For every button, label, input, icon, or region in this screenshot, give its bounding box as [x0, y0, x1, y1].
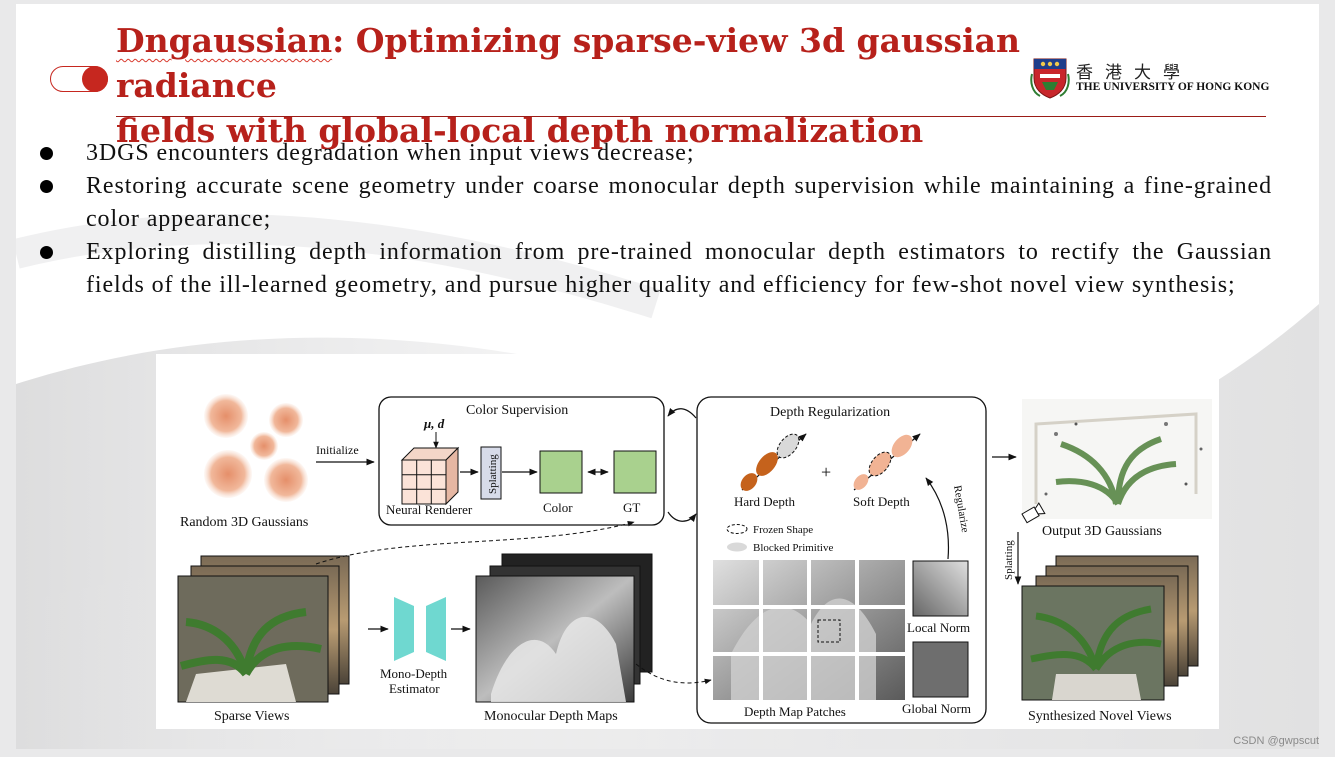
label-sparse-views: Sparse Views — [214, 709, 290, 724]
slide: Dngaussian: Optimizing sparse-view 3d ga… — [16, 4, 1319, 749]
label-neural-renderer: Neural Renderer — [386, 502, 473, 517]
label-estimator: Estimator — [389, 681, 440, 696]
label-splatting: Splatting — [487, 454, 499, 494]
label-gt: GT — [623, 500, 640, 515]
watermark: CSDN @gwpscut — [1233, 735, 1319, 747]
label-synthesized-views: Synthesized Novel Views — [1028, 709, 1172, 724]
toggle-knob — [82, 66, 108, 92]
slide-title: Dngaussian: Optimizing sparse-view 3d ga… — [116, 18, 1156, 153]
university-crest-icon — [1030, 58, 1070, 99]
blocked-primitive-icon — [727, 542, 747, 552]
local-norm-patch — [912, 560, 969, 617]
bullet-text: 3DGS encounters degradation when input v… — [86, 140, 695, 166]
pipeline-figure: Random 3D Gaussians Initialize Color Sup… — [156, 354, 1219, 729]
bullet-text: Exploring distilling depth information f… — [86, 239, 1272, 298]
gaussian-blob — [204, 450, 252, 498]
label-random-gaussians: Random 3D Gaussians — [180, 515, 308, 530]
gt-square — [613, 450, 657, 494]
label-depth-regularization: Depth Regularization — [770, 405, 890, 420]
depth-map-patches — [713, 560, 905, 700]
camera-icon — [1021, 502, 1046, 524]
title-divider — [116, 116, 1266, 117]
bullet-item: 3DGS encounters degradation when input v… — [36, 137, 1272, 170]
arrow-sparse-to-gt — [315, 520, 635, 565]
arrow-regularize — [925, 477, 950, 560]
title-paper-name: Dngaussian — [116, 21, 333, 60]
gaussian-blob — [204, 394, 248, 438]
decorative-toggle — [50, 66, 108, 92]
bullet-item: Exploring distilling depth information f… — [36, 236, 1272, 302]
pipeline-diagram: Random 3D Gaussians Initialize Color Sup… — [177, 394, 1212, 724]
gaussian-blob — [264, 458, 308, 502]
gaussian-blob — [269, 403, 303, 437]
arrow-loop-bottom — [667, 511, 697, 523]
label-output-gaussians: Output 3D Gaussians — [1042, 524, 1162, 539]
arrow-depth-to-patches — [635, 663, 712, 685]
label-mono-depth: Mono-Depth — [380, 666, 448, 681]
hard-depth-glyph — [740, 433, 807, 491]
arrow-loop-top — [667, 407, 697, 419]
splatting-block — [480, 446, 502, 500]
label-depth-map-patches: Depth Map Patches — [744, 704, 846, 719]
label-regularize: Regularize — [951, 484, 971, 533]
global-norm-patch — [912, 641, 969, 698]
color-supervision-box — [378, 396, 665, 526]
label-frozen-shape: Frozen Shape — [753, 524, 813, 536]
random-gaussians-group — [204, 394, 308, 502]
label-color: Color — [543, 500, 573, 515]
sparse-views-stack — [177, 555, 350, 703]
hku-logo: 香港大學 THE UNIVERSITY OF HONG KONG — [1030, 56, 1270, 100]
bullet-item: Restoring accurate scene geometry under … — [36, 170, 1272, 236]
bullet-dot-icon — [40, 180, 53, 193]
frozen-shape-icon — [726, 524, 748, 534]
label-local-norm: Local Norm — [907, 620, 970, 635]
logo-chinese-name: 香港大學 — [1076, 63, 1192, 83]
depth-regularization-box — [696, 396, 987, 724]
mono-depth-estimator-icon — [394, 597, 446, 661]
bullet-dot-icon — [40, 246, 53, 259]
label-color-supervision: Color Supervision — [466, 403, 568, 418]
output-gaussians-pointcloud — [1022, 399, 1212, 519]
label-blocked-primitive: Blocked Primitive — [753, 542, 833, 554]
title-line1-rest: : Optimizing sparse-view 3d gaussian rad… — [116, 21, 1021, 105]
bullet-dot-icon — [40, 147, 53, 160]
label-soft-depth: Soft Depth — [853, 494, 910, 509]
soft-depth-glyph — [853, 433, 921, 491]
label-global-norm: Global Norm — [902, 701, 971, 716]
color-output-square — [539, 450, 583, 494]
label-hard-depth: Hard Depth — [734, 494, 796, 509]
synthesized-views-stack — [1021, 555, 1199, 701]
monocular-depth-maps-stack — [475, 553, 653, 703]
label-initialize: Initialize — [316, 443, 359, 457]
label-plus: + — [821, 462, 831, 482]
neural-renderer-cube — [400, 446, 460, 506]
gaussian-blob — [250, 432, 278, 460]
label-mu-d: μ, d — [423, 416, 445, 431]
logo-english-name: THE UNIVERSITY OF HONG KONG — [1076, 81, 1270, 93]
bullet-text: Restoring accurate scene geometry under … — [86, 173, 1272, 232]
label-monocular-depth-maps: Monocular Depth Maps — [484, 709, 618, 724]
bullet-list: 3DGS encounters degradation when input v… — [36, 137, 1272, 302]
title-line2: fields with global-local depth normaliza… — [116, 111, 924, 150]
label-splatting-2: Splatting — [1003, 540, 1015, 580]
